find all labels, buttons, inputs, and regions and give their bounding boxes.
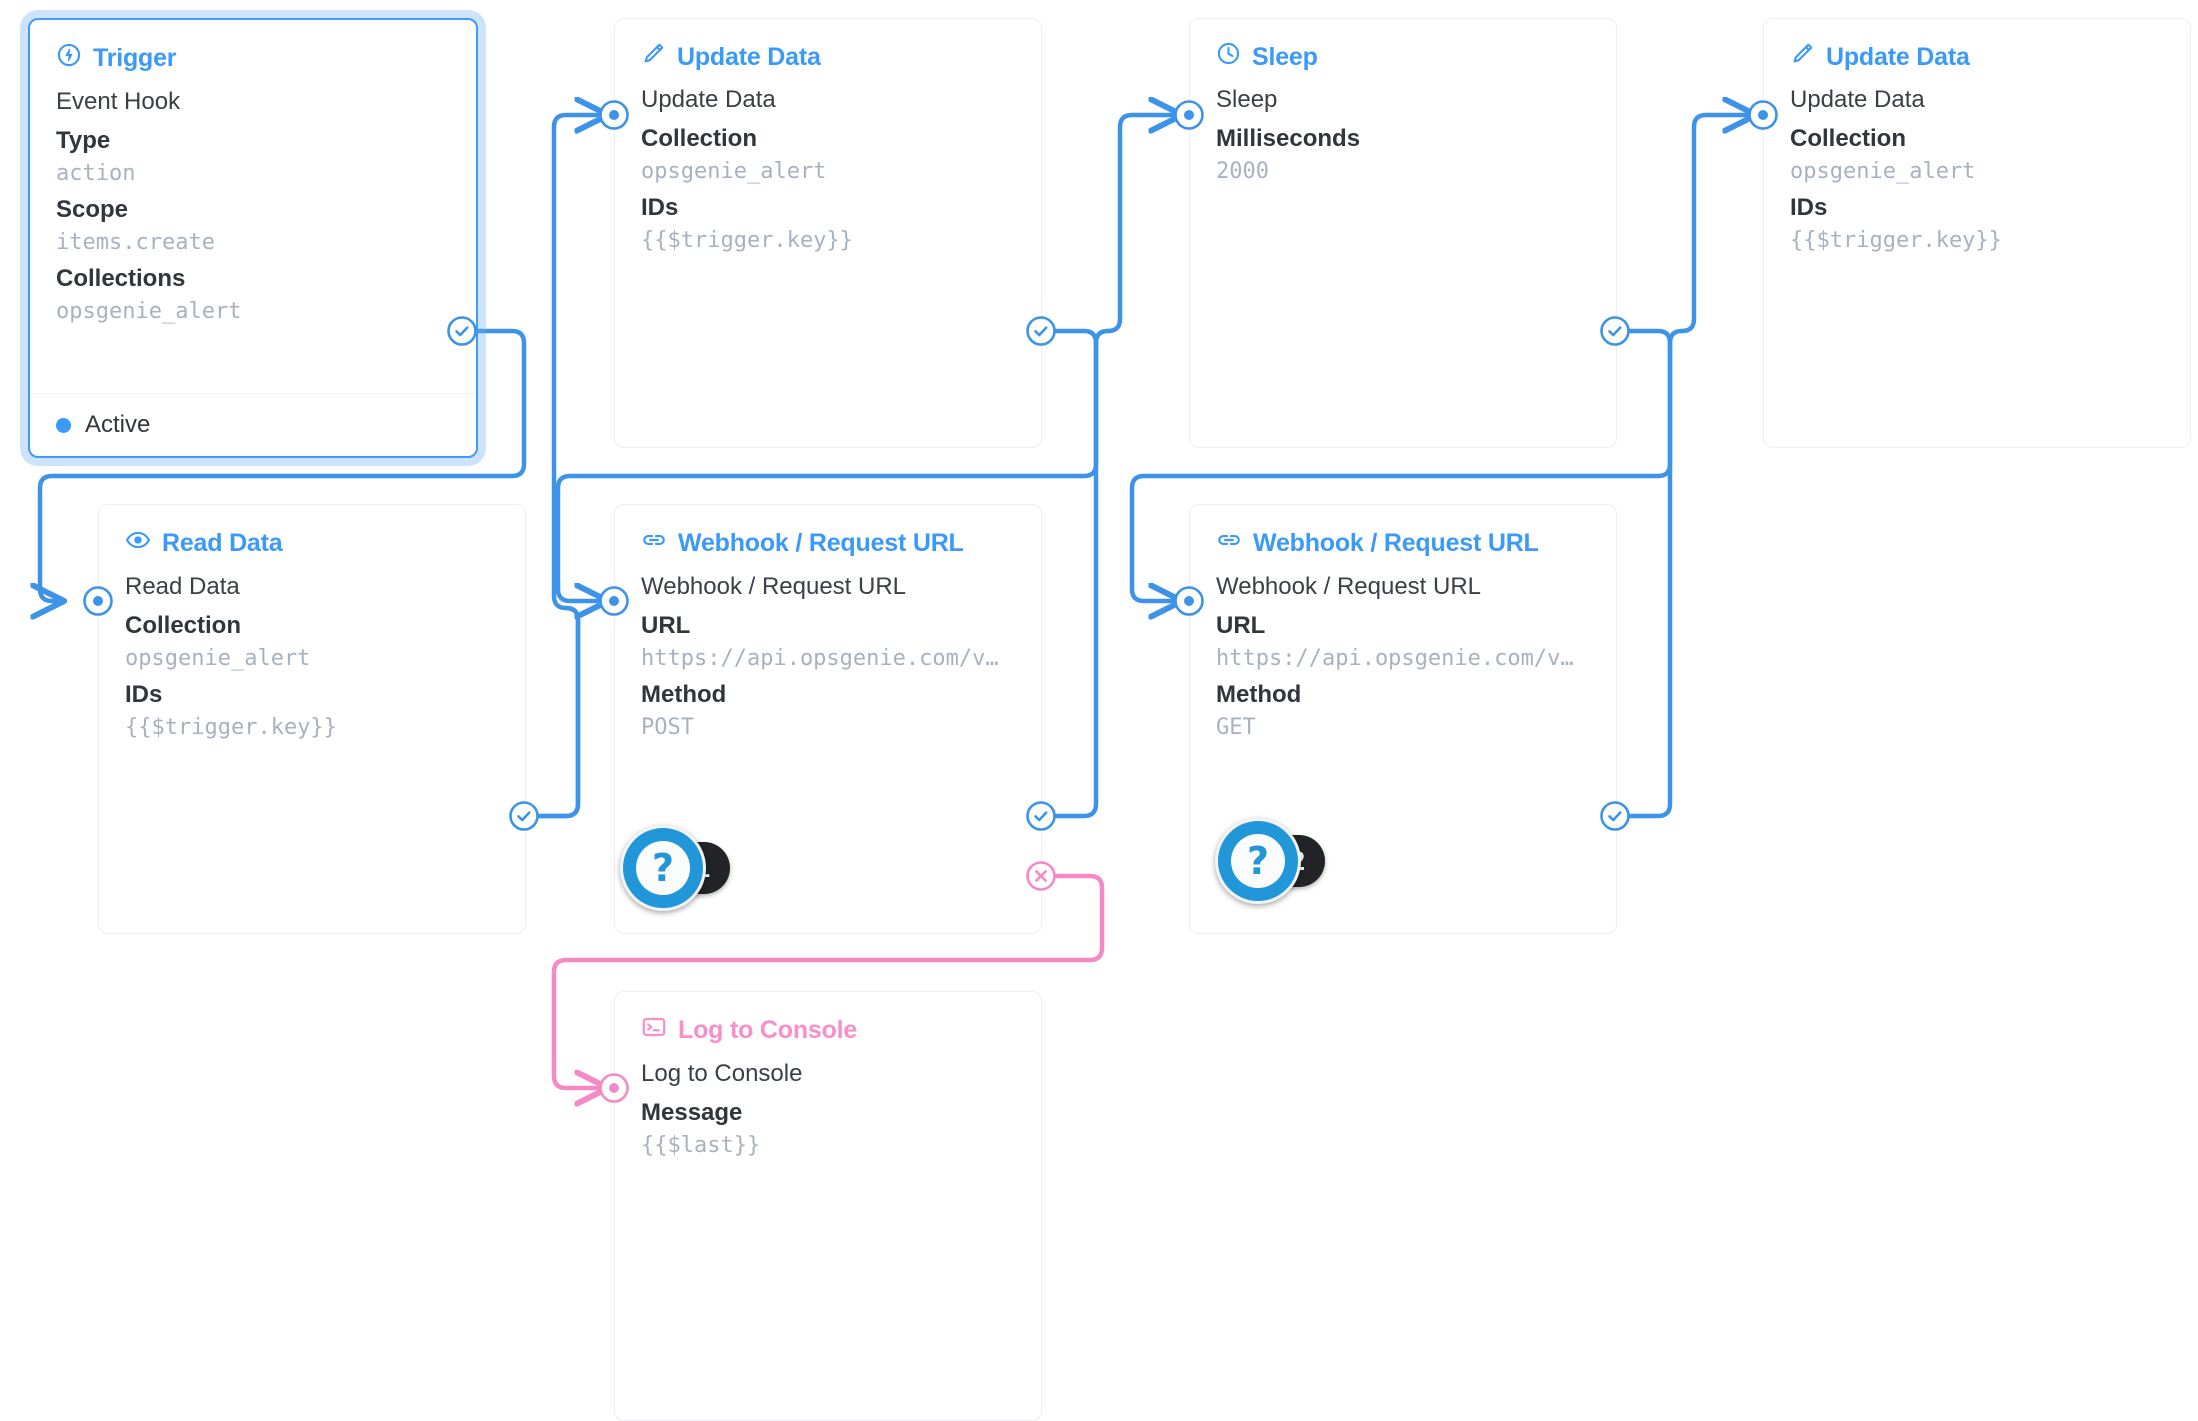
field-value-type: action [56,160,136,186]
output-port-webhook-post-reject[interactable] [1025,860,1057,892]
field-label-type: Type [56,126,111,154]
card-header-log-to-console: Log to Console [615,992,1041,1047]
field-label-method: Method [641,680,727,708]
node-card-update-data-1[interactable]: Update Data Update Data Collection opsge… [614,18,1042,448]
help-hint-badge-2[interactable]: 2 ? [1215,818,1325,904]
node-name: Event Hook [56,88,181,115]
card-body-webhook-get: Webhook / Request URL URL https://api.op… [1190,560,1616,743]
input-port-log-to-console[interactable] [598,1072,630,1104]
node-name: Update Data [641,86,776,113]
node-name: Webhook / Request URL [641,573,907,600]
field-label-url: URL [641,611,691,639]
card-title: Update Data [1826,42,1970,71]
status-dot-icon [56,417,71,433]
card-body-sleep: Sleep Milliseconds 2000 [1190,73,1616,187]
link-icon [641,527,667,560]
output-port-read-data-resolve[interactable] [508,800,540,832]
field-label-collection: Collection [125,611,242,639]
question-mark-icon-1[interactable]: ? [620,825,706,911]
field-label-milliseconds: Milliseconds [1216,124,1361,152]
field-value-scope: items.create [56,229,215,255]
input-port-read-data[interactable] [82,585,114,617]
node-card-log-to-console[interactable]: Log to Console Log to Console Message {{… [614,991,1042,1421]
input-port-sleep[interactable] [1173,99,1205,131]
card-body-update-data-2: Update Data Collection opsgenie_alert ID… [1764,73,2190,256]
card-header-webhook-get: Webhook / Request URL [1190,505,1616,560]
field-label-ids: IDs [1790,193,1828,221]
card-header-webhook-post: Webhook / Request URL [615,505,1041,560]
status-badge: Active [85,411,151,438]
pencil-icon [1790,41,1815,73]
node-name: Webhook / Request URL [1216,573,1482,600]
field-value-method: GET [1216,714,1256,740]
field-value-collection: opsgenie_alert [125,645,311,671]
output-port-trigger-resolve[interactable] [446,315,478,347]
field-label-message: Message [641,1098,743,1126]
output-port-webhook-get-resolve[interactable] [1599,800,1631,832]
node-card-update-data-2[interactable]: Update Data Update Data Collection opsge… [1763,18,2191,448]
input-port-update-data-2[interactable] [1747,99,1779,131]
hint-glyph-2: ? [1231,834,1285,888]
card-body-log-to-console: Log to Console Message {{$last}} [615,1047,1041,1161]
card-title: Sleep [1252,42,1318,71]
field-value-collection: opsgenie_alert [1790,158,1976,184]
field-label-collections: Collections [56,265,186,293]
question-mark-icon-2[interactable]: ? [1215,818,1301,904]
node-name: Log to Console [641,1060,803,1087]
output-port-webhook-post-resolve[interactable] [1025,800,1057,832]
field-label-collection: Collection [641,124,758,152]
card-title: Webhook / Request URL [678,529,964,557]
card-body-update-data-1: Update Data Collection opsgenie_alert ID… [615,73,1041,256]
input-port-webhook-post[interactable] [598,585,630,617]
field-value-collections: opsgenie_alert [56,299,242,325]
field-value-ids: {{$trigger.key}} [1790,227,2002,253]
hint-glyph-1: ? [636,841,690,895]
field-value-milliseconds: 2000 [1216,158,1269,184]
link-icon [1216,527,1242,560]
field-value-collection: opsgenie_alert [641,158,827,184]
input-port-webhook-get[interactable] [1173,585,1205,617]
field-label-method: Method [1216,680,1302,708]
trigger-status-footer: Active [30,393,476,456]
help-hint-badge-1[interactable]: 1 ? [620,825,730,911]
input-port-update-data-1[interactable] [598,99,630,131]
card-body-webhook-post: Webhook / Request URL URL https://api.op… [615,560,1041,743]
bolt-circle-icon [56,42,82,75]
clock-icon [1216,41,1241,73]
output-port-update-data-1-resolve[interactable] [1025,315,1057,347]
field-label-scope: Scope [56,195,129,223]
field-value-method: POST [641,714,694,740]
card-body-trigger: Event Hook Type action Scope items.creat… [30,75,476,327]
card-title: Trigger [93,44,177,72]
field-value-message: {{$last}} [641,1132,761,1158]
card-header-update-data-1: Update Data [615,19,1041,73]
node-name: Read Data [125,573,240,600]
field-label-ids: IDs [641,193,679,221]
card-header-read-data: Read Data [99,505,525,560]
card-header-trigger: Trigger [30,20,476,75]
node-card-trigger[interactable]: Trigger Event Hook Type action Scope ite… [28,18,478,458]
node-name: Sleep [1216,86,1278,113]
field-value-url: https://api.opsgenie.com/v… [641,645,999,671]
card-header-update-data-2: Update Data [1764,19,2190,73]
card-title: Webhook / Request URL [1253,529,1539,557]
node-name: Update Data [1790,86,1925,113]
node-card-read-data[interactable]: Read Data Read Data Collection opsgenie_… [98,504,526,934]
field-label-ids: IDs [125,680,163,708]
eye-icon [125,527,151,560]
card-header-sleep: Sleep [1190,19,1616,73]
pencil-icon [641,41,666,73]
card-body-read-data: Read Data Collection opsgenie_alert IDs … [99,560,525,743]
node-card-sleep[interactable]: Sleep Sleep Milliseconds 2000 [1189,18,1617,448]
output-port-sleep-resolve[interactable] [1599,315,1631,347]
field-value-ids: {{$trigger.key}} [641,227,853,253]
field-value-url: https://api.opsgenie.com/v… [1216,645,1574,671]
field-value-ids: {{$trigger.key}} [125,714,337,740]
field-label-collection: Collection [1790,124,1907,152]
terminal-icon [641,1014,667,1047]
card-title: Update Data [677,42,821,71]
card-title: Log to Console [678,1016,858,1044]
card-title: Read Data [162,529,283,557]
field-label-url: URL [1216,611,1266,639]
